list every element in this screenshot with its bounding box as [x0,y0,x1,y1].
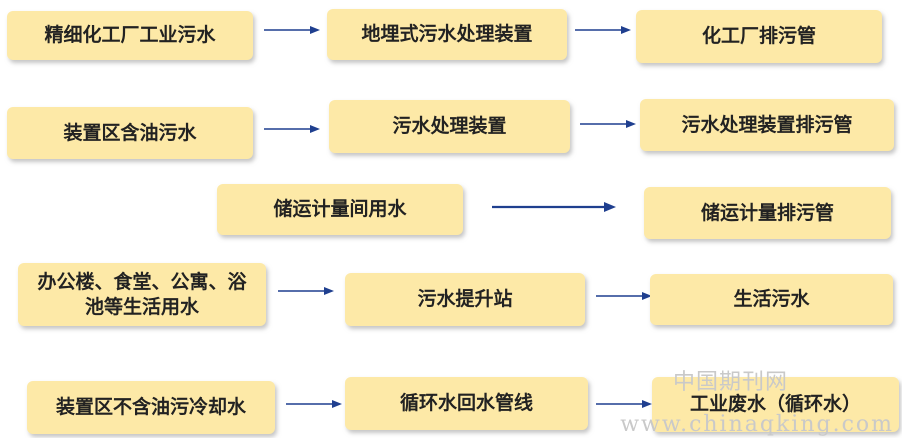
row-4-arrow-2 [596,292,652,300]
row-5-source-box: 装置区不含油污冷却水 [27,381,275,434]
row-2-outlet-box: 污水处理装置排污管 [640,99,894,151]
row-5-arrow-1 [286,400,342,408]
row-5-source-label: 装置区不含油污冷却水 [55,396,246,419]
row-5-process-label: 循环水回水管线 [399,392,533,415]
watermark-cn: 中国期刊网 [672,370,788,395]
row-2-arrow-2 [580,120,636,128]
row-4-source-box: 办公楼、食堂、公寓、浴池等生活用水 [18,263,266,326]
row-1-process-label: 地埋式污水处理装置 [361,23,533,46]
row-1-outlet-box: 化工厂排污管 [636,10,882,63]
row-2-arrow-1 [264,125,320,133]
row-5-process-box: 循环水回水管线 [345,377,588,430]
row-1-arrow-2 [575,26,631,34]
row-2-process-label: 污水处理装置 [392,115,507,138]
row-5-outlet-label: 工业废水（循环水） [689,393,861,416]
row-1-source-box: 精细化工厂工业污水 [7,11,253,60]
row-4-process-box: 污水提升站 [345,273,585,326]
row-3-outlet-label: 储运计量排污管 [700,201,834,224]
watermark-url: www.chinaqking.com [620,412,894,437]
row-1-arrow-1 [264,26,320,34]
row-1-source-label: 精细化工厂工业污水 [44,24,216,47]
row-5-outlet-box: 工业废水（循环水） [652,377,899,432]
row-2-source-box: 装置区含油污水 [7,107,253,159]
row-1-outlet-label: 化工厂排污管 [701,25,816,48]
row-3-arrow [492,202,616,212]
row-4-process-label: 污水提升站 [417,288,513,311]
row-2-source-label: 装置区含油污水 [63,121,197,144]
row-1-process-box: 地埋式污水处理装置 [327,9,567,60]
row-4-outlet-box: 生活污水 [650,274,893,325]
row-3-source-label: 储运计量间用水 [273,198,407,221]
row-2-process-box: 污水处理装置 [329,100,570,153]
row-3-outlet-box: 储运计量排污管 [644,187,891,239]
row-5-arrow-2 [596,400,652,408]
row-4-outlet-label: 生活污水 [733,288,810,311]
row-4-source-label: 办公楼、食堂、公寓、浴池等生活用水 [37,270,247,318]
row-2-outlet-label: 污水处理装置排污管 [681,113,853,136]
row-3-source-box: 储运计量间用水 [217,184,463,235]
row-4-arrow-1 [278,287,334,295]
